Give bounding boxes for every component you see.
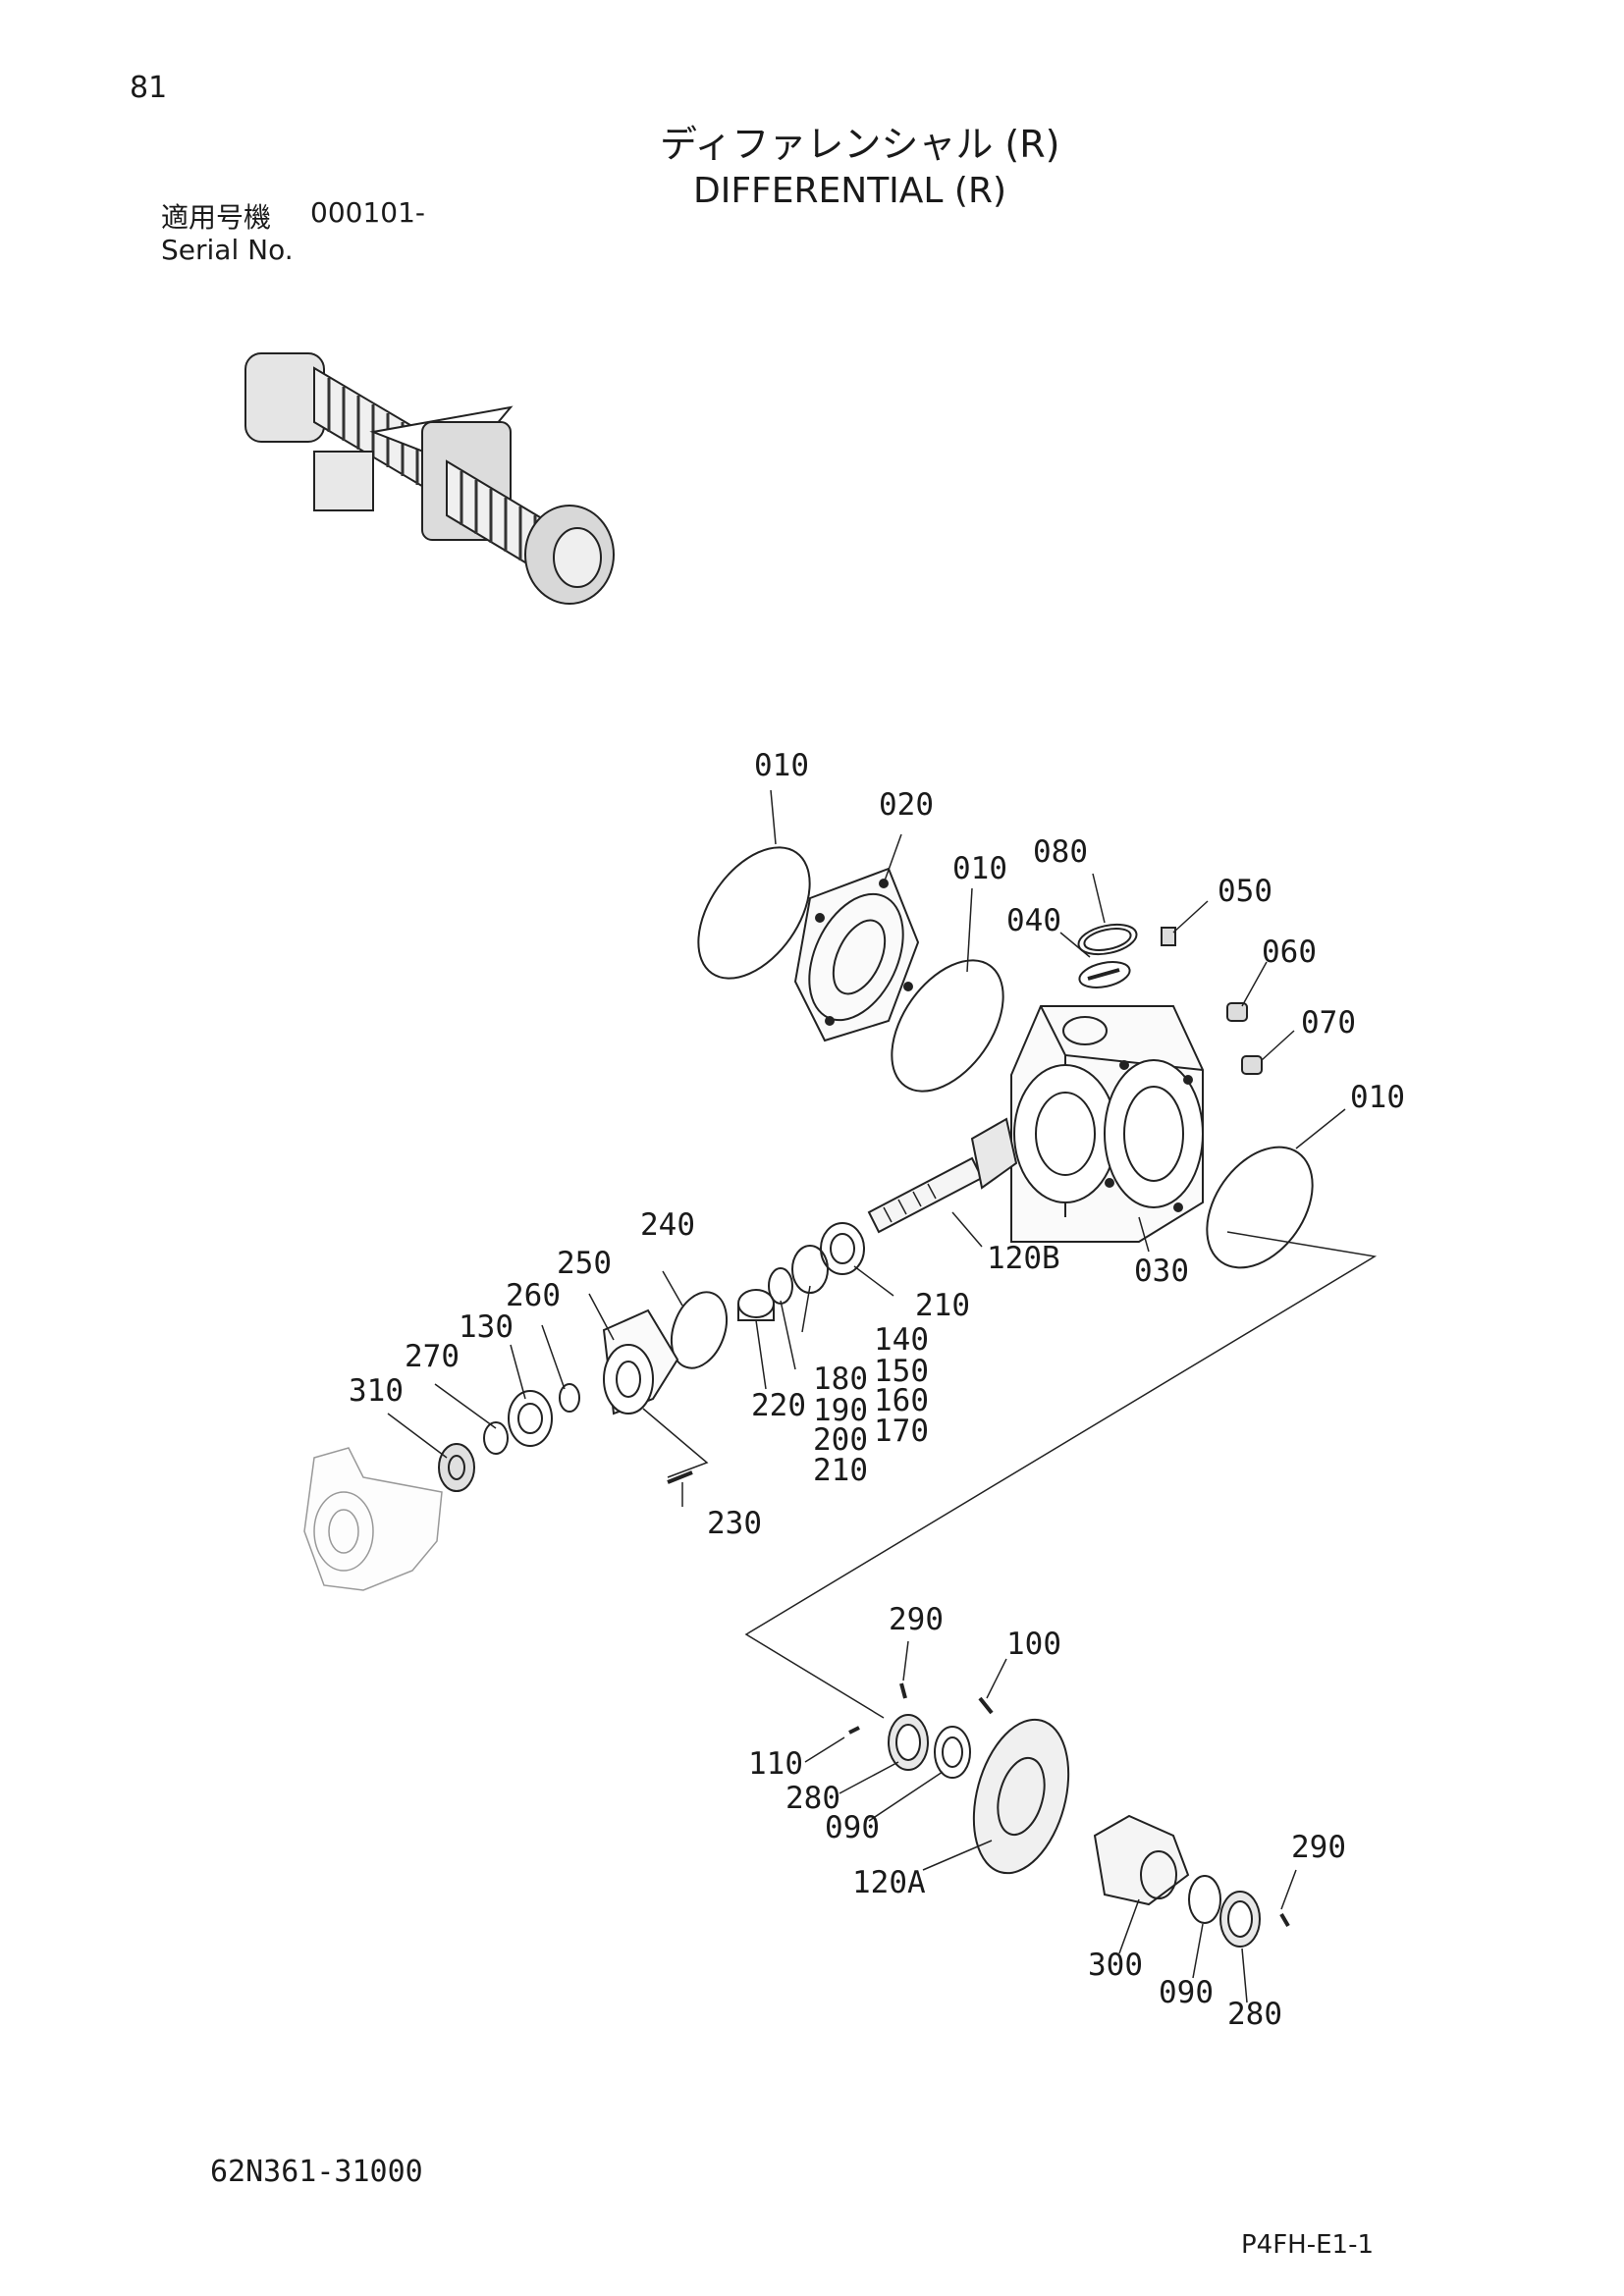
callout-210-lower: 210 [813, 1453, 868, 1488]
callout-170: 170 [874, 1414, 929, 1449]
callout-250: 250 [557, 1246, 612, 1281]
assembly-connector-lines [642, 1231, 1378, 1719]
part-280-adjuster-nut-left [888, 1714, 929, 1771]
callout-050: 050 [1218, 874, 1272, 909]
part-070-plug [1241, 1055, 1263, 1075]
callout-120B: 120B [987, 1241, 1060, 1276]
page-number: 81 [130, 71, 168, 105]
callout-010-upper: 010 [754, 748, 809, 783]
axle-overview-illustration [244, 352, 615, 605]
callout-290-lower: 290 [1291, 1830, 1346, 1865]
callout-280-left: 280 [785, 1781, 840, 1816]
part-270-washer [483, 1421, 509, 1455]
part-110-pin [848, 1726, 860, 1735]
leader-lines [387, 789, 1346, 2003]
callout-090-right: 090 [1159, 1975, 1214, 2010]
part-010-o-ring-upper [697, 846, 811, 980]
callout-090-left: 090 [825, 1810, 880, 1845]
callout-190: 190 [813, 1393, 868, 1428]
serial-number-label: Serial No. [161, 234, 294, 266]
part-150-shim [791, 1245, 829, 1294]
callout-270: 270 [405, 1339, 460, 1374]
drawing-number: 62N361-31000 [210, 2155, 423, 2189]
callout-040: 040 [1006, 903, 1061, 938]
callout-080: 080 [1033, 834, 1088, 870]
callout-020: 020 [879, 787, 934, 823]
callout-230: 230 [707, 1506, 762, 1541]
callout-240: 240 [640, 1207, 695, 1243]
callout-140: 140 [874, 1322, 929, 1358]
serial-range: 000101- [310, 196, 425, 229]
page-title-english: DIFFERENTIAL (R) [693, 171, 1007, 211]
callout-220: 220 [751, 1388, 806, 1423]
callout-260: 260 [506, 1278, 561, 1313]
part-280-adjuster-nut-right [1219, 1891, 1261, 1948]
callout-150: 150 [874, 1354, 929, 1389]
callout-280-right: 280 [1227, 1997, 1282, 2032]
callout-070: 070 [1301, 1005, 1356, 1041]
applicable-model-label: 適用号機 [161, 201, 272, 234]
part-290-bolt-upper [899, 1682, 907, 1699]
part-030-differential-housing [1010, 1005, 1204, 1243]
part-230-bolt [667, 1470, 693, 1484]
part-260-seal [559, 1383, 580, 1413]
callout-200: 200 [813, 1422, 868, 1458]
yoke-reference [303, 1447, 443, 1591]
callout-160: 160 [874, 1383, 929, 1418]
part-090-bearing-right [1188, 1875, 1221, 1924]
part-090-bearing-left [934, 1726, 971, 1779]
callout-130: 130 [459, 1309, 514, 1345]
part-310-nut [438, 1443, 475, 1492]
part-060-plug [1226, 1002, 1248, 1022]
callout-110: 110 [748, 1746, 803, 1782]
part-240-o-ring [670, 1291, 729, 1369]
callout-180: 180 [813, 1362, 868, 1397]
callout-010-middle: 010 [952, 851, 1007, 886]
callout-310: 310 [349, 1373, 404, 1409]
callout-060: 060 [1262, 934, 1317, 970]
callout-100: 100 [1006, 1627, 1061, 1662]
callout-010-right: 010 [1350, 1080, 1405, 1115]
callout-labels: 010 020 010 080 040 050 060 070 010 030 … [349, 748, 1405, 2032]
part-010-o-ring-right [1206, 1146, 1314, 1269]
part-300-differential-case [1093, 1814, 1190, 1906]
callout-210-upper: 210 [915, 1288, 970, 1323]
callout-300: 300 [1088, 1948, 1143, 1983]
part-290-bolt-lower [1279, 1912, 1290, 1928]
callout-120A: 120A [852, 1865, 926, 1900]
part-220-collar [737, 1289, 775, 1321]
part-080-ring [1077, 923, 1138, 956]
part-120B-pinion-shaft [867, 1117, 1018, 1234]
part-250-bearing-cage [602, 1308, 679, 1415]
part-140-bearing [820, 1222, 865, 1275]
part-040-plate [1078, 961, 1131, 988]
part-050-breather [1161, 927, 1176, 946]
part-010-o-ring-middle [891, 959, 1004, 1093]
part-100-bolt [978, 1696, 994, 1715]
page-code: P4FH-E1-1 [1241, 2230, 1375, 2260]
callout-030: 030 [1134, 1254, 1189, 1289]
page-title-japanese: ディファレンシャル (R) [660, 123, 1060, 166]
part-130-bearing [508, 1390, 553, 1447]
part-120A-ring-gear [972, 1718, 1070, 1875]
callout-290-upper: 290 [889, 1602, 944, 1637]
